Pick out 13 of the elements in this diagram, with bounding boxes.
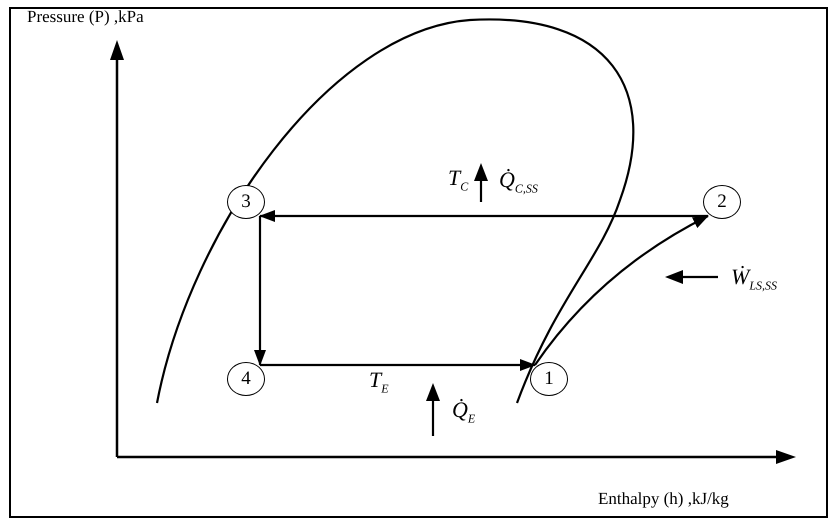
process-line — [260, 359, 536, 371]
heat-flow-label: Q̇$_{C,SS}$ — [499, 168, 538, 196]
process-line — [259, 210, 708, 222]
axis-title: Enthalpy (h) ,kJ/kg — [598, 490, 729, 509]
heat-flow-label: Q̇$_{E}$ — [452, 398, 476, 426]
axis-title: Pressure (P) ,kPa — [27, 8, 144, 27]
state-point-circle: 1 — [530, 362, 568, 396]
process-line — [534, 215, 709, 366]
process-line — [254, 216, 266, 366]
work-label: Ẇ$_{LS,SS}$ — [731, 265, 778, 293]
state-point-circle: 4 — [227, 362, 265, 396]
state-point-circle: 2 — [703, 185, 741, 219]
state-point-circle: 3 — [227, 185, 265, 219]
